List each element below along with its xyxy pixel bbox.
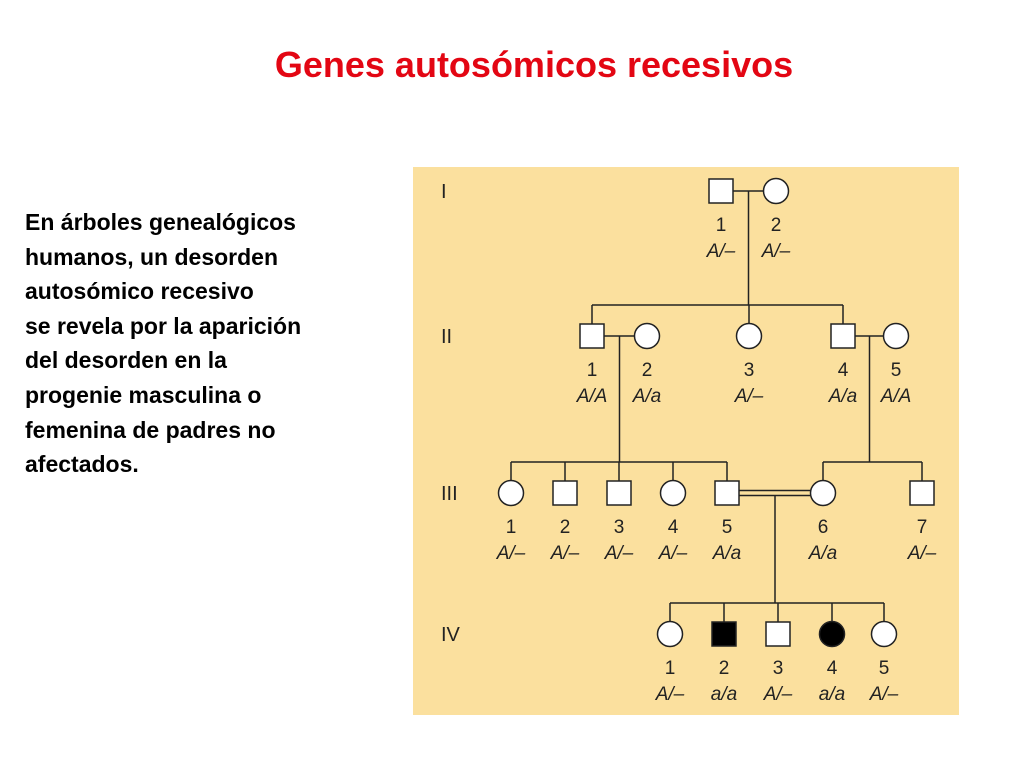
generation-label: IV bbox=[441, 624, 461, 646]
individual-number: 2 bbox=[719, 658, 730, 679]
individual-number: 3 bbox=[773, 658, 784, 679]
genotype-label: A/A bbox=[576, 386, 608, 407]
generation-label: II bbox=[441, 326, 452, 348]
female-symbol bbox=[497, 479, 525, 507]
female-symbol bbox=[656, 620, 684, 648]
genotype-label: A/A bbox=[880, 386, 912, 407]
slide-title: Genes autosómicos recesivos bbox=[274, 44, 794, 85]
male-symbol bbox=[714, 480, 740, 506]
genotype-label: A/– bbox=[734, 386, 764, 407]
individual-number: 5 bbox=[722, 517, 733, 538]
genotype-label: A/– bbox=[496, 543, 526, 564]
individual-number: 2 bbox=[560, 517, 571, 538]
description-text: En árboles genealógicos humanos, un deso… bbox=[25, 205, 385, 482]
genotype-label: A/– bbox=[655, 684, 685, 705]
female-symbol bbox=[882, 322, 910, 350]
description-line: se revela por la aparición bbox=[25, 312, 302, 339]
description-line: autosómico recesivo bbox=[25, 278, 254, 305]
description-line: humanos, un desorden bbox=[25, 243, 279, 270]
affected-female-symbol bbox=[818, 620, 846, 648]
genotype-label: A/– bbox=[706, 241, 736, 262]
individual-number: 3 bbox=[744, 360, 755, 381]
genotype-label: A/– bbox=[550, 543, 580, 564]
male-symbol bbox=[552, 480, 578, 506]
generation-label: III bbox=[441, 483, 458, 505]
male-symbol bbox=[830, 323, 856, 349]
description-line: progenie masculina o bbox=[25, 381, 262, 408]
individual-number: 1 bbox=[506, 517, 517, 538]
female-symbol bbox=[659, 479, 687, 507]
male-symbol bbox=[765, 621, 791, 647]
description-line: femenina de padres no bbox=[25, 416, 276, 443]
genotype-label: a/a bbox=[711, 684, 737, 705]
pedigree-chart: I1A/–2A/–II1A/A2A/a3A/–4A/a5A/AIII1A/–2A… bbox=[413, 167, 959, 715]
male-symbol bbox=[708, 178, 734, 204]
individual-number: 1 bbox=[716, 215, 727, 236]
genotype-label: A/a bbox=[632, 386, 662, 407]
genotype-label: A/a bbox=[808, 543, 838, 564]
individual-number: 3 bbox=[614, 517, 625, 538]
male-symbol bbox=[606, 480, 632, 506]
description-line: afectados. bbox=[25, 451, 139, 478]
pedigree-symbols bbox=[497, 177, 935, 648]
genotype-label: A/– bbox=[604, 543, 634, 564]
pedigree-background bbox=[413, 167, 959, 715]
male-symbol bbox=[909, 480, 935, 506]
genotype-label: A/– bbox=[869, 684, 899, 705]
individual-number: 4 bbox=[838, 360, 849, 381]
individual-number: 2 bbox=[642, 360, 653, 381]
individual-number: 7 bbox=[917, 517, 928, 538]
description-line: En árboles genealógicos bbox=[25, 209, 296, 235]
male-symbol bbox=[579, 323, 605, 349]
individual-number: 5 bbox=[891, 360, 902, 381]
genotype-label: A/a bbox=[828, 386, 858, 407]
individual-number: 5 bbox=[879, 658, 890, 679]
individual-number: 1 bbox=[665, 658, 676, 679]
pedigree-labels: I1A/–2A/–II1A/A2A/a3A/–4A/a5A/AIII1A/–2A… bbox=[441, 181, 937, 705]
individual-number: 4 bbox=[668, 517, 679, 538]
description-line: del desorden en la bbox=[25, 347, 227, 374]
individual-number: 6 bbox=[818, 517, 829, 538]
female-symbol bbox=[735, 322, 763, 350]
genotype-label: a/a bbox=[819, 684, 845, 705]
individual-number: 2 bbox=[771, 215, 782, 236]
generation-label: I bbox=[441, 181, 447, 203]
genotype-label: A/– bbox=[907, 543, 937, 564]
individual-number: 1 bbox=[587, 360, 598, 381]
female-symbol bbox=[762, 177, 790, 205]
genotype-label: A/– bbox=[763, 684, 793, 705]
female-symbol bbox=[809, 479, 837, 507]
female-symbol bbox=[870, 620, 898, 648]
female-symbol bbox=[633, 322, 661, 350]
individual-number: 4 bbox=[827, 658, 838, 679]
genotype-label: A/a bbox=[712, 543, 742, 564]
affected-male-symbol bbox=[711, 621, 737, 647]
genotype-label: A/– bbox=[761, 241, 791, 262]
pedigree-lines bbox=[510, 190, 923, 622]
genotype-label: A/– bbox=[658, 543, 688, 564]
